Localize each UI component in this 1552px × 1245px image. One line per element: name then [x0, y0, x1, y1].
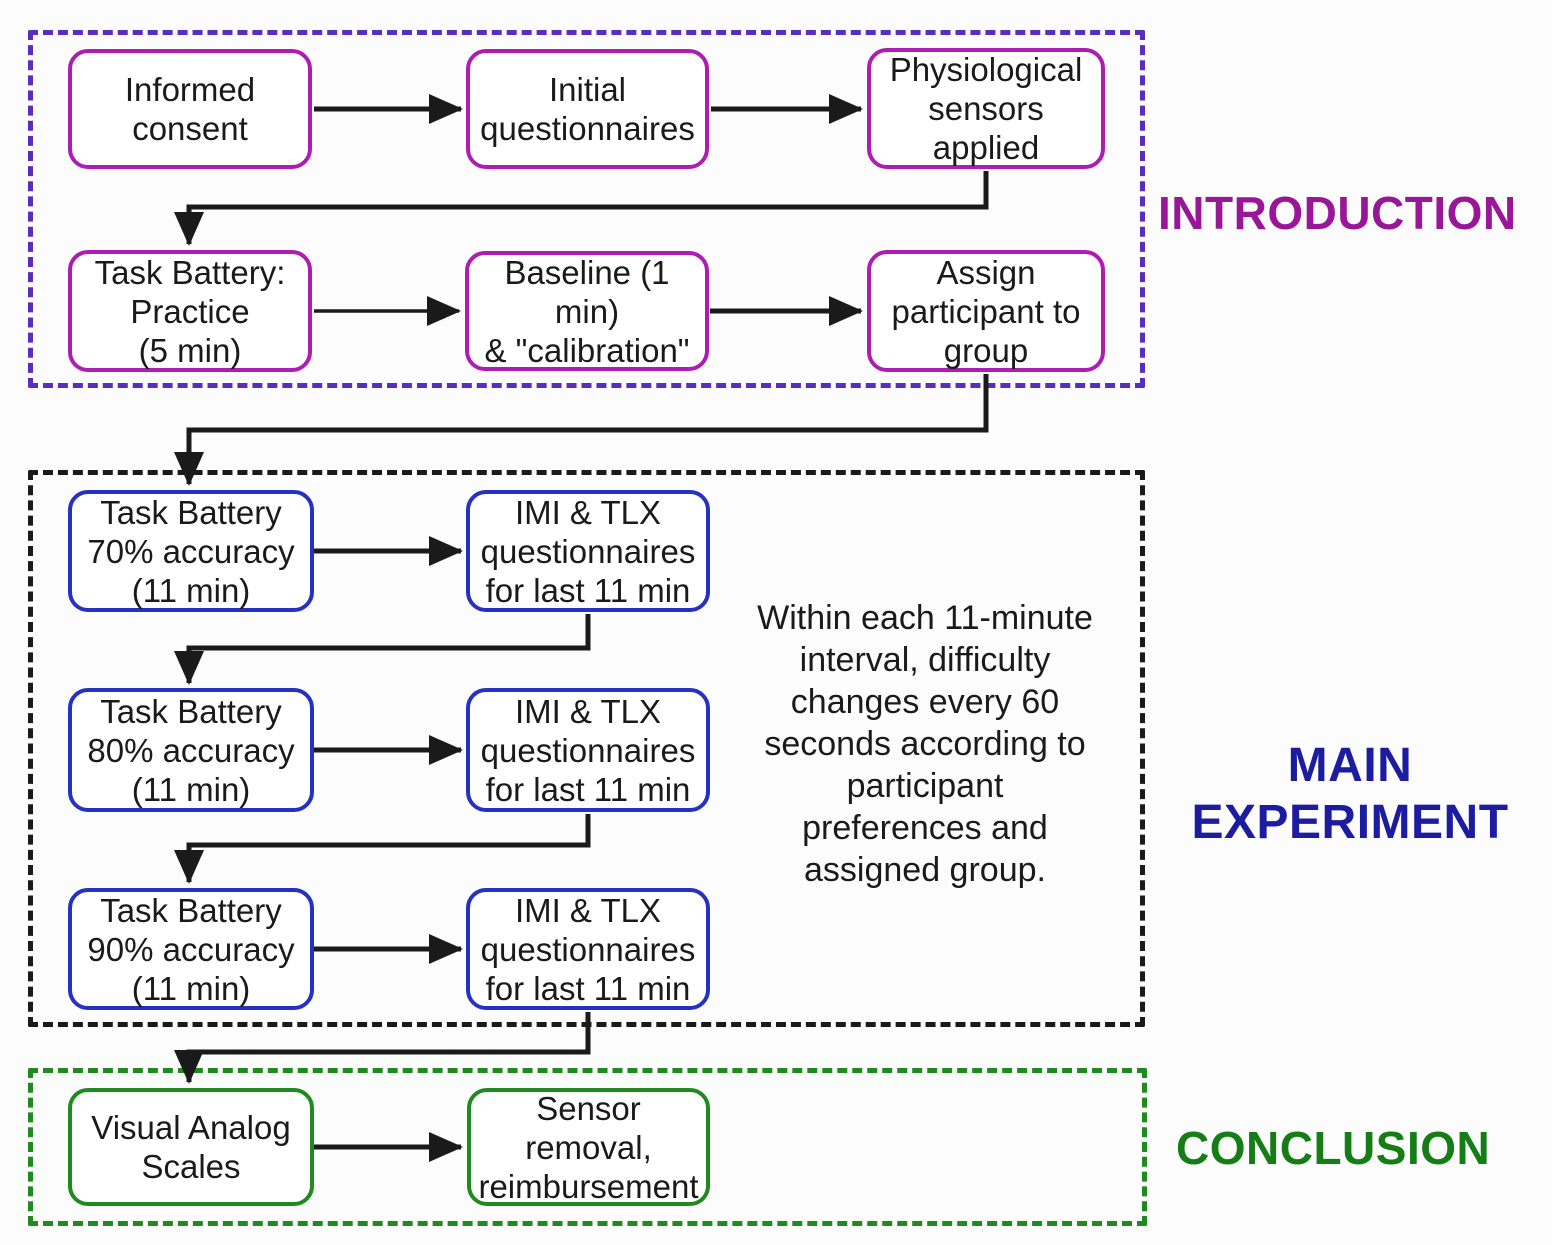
- node-initial-questionnaires: Initial questionnaires: [466, 49, 709, 169]
- node-imi-tlx-3: IMI & TLX questionnaires for last 11 min: [466, 888, 710, 1010]
- difficulty-note: Within each 11-minute interval, difficul…: [757, 599, 1093, 889]
- node-task-battery-80: Task Battery 80% accuracy (11 min): [68, 688, 314, 812]
- node-task-battery-practice: Task Battery: Practice (5 min): [68, 250, 312, 372]
- node-imi-tlx-2: IMI & TLX questionnaires for last 11 min: [466, 688, 710, 812]
- node-visual-analog-scales: Visual Analog Scales: [68, 1088, 314, 1206]
- node-informed-consent: Informed consent: [68, 49, 312, 169]
- node-baseline-calibration: Baseline (1 min) & "calibration": [465, 251, 709, 371]
- node-task-battery-90: Task Battery 90% accuracy (11 min): [68, 888, 314, 1010]
- section-label-conclusion: CONCLUSION: [1176, 1122, 1491, 1174]
- node-physiological-sensors: Physiological sensors applied: [867, 48, 1105, 169]
- node-task-battery-70: Task Battery 70% accuracy (11 min): [68, 490, 314, 612]
- node-imi-tlx-1: IMI & TLX questionnaires for last 11 min: [466, 490, 710, 612]
- node-sensor-removal: Sensor removal, reimbursement: [467, 1088, 710, 1206]
- arrow-assign-to-tb70: [174, 374, 989, 486]
- section-label-introduction: INTRODUCTION: [1158, 187, 1517, 239]
- section-label-main-experiment: MAIN EXPERIMENT: [1191, 739, 1509, 849]
- node-assign-participant: Assign participant to group: [867, 250, 1105, 372]
